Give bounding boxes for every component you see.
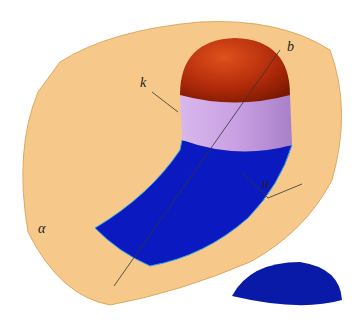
hemisphere (180, 38, 290, 103)
leader-line (242, 172, 302, 198)
leader-line (152, 92, 178, 112)
line (114, 50, 280, 286)
line-label: k (140, 76, 146, 90)
lower-solid (232, 262, 342, 305)
cylinder-band (180, 95, 292, 151)
line-label: n (262, 177, 269, 191)
plane (23, 22, 342, 305)
blue-section (95, 140, 292, 266)
line-label: b (287, 40, 294, 54)
line-label: α (38, 222, 45, 236)
